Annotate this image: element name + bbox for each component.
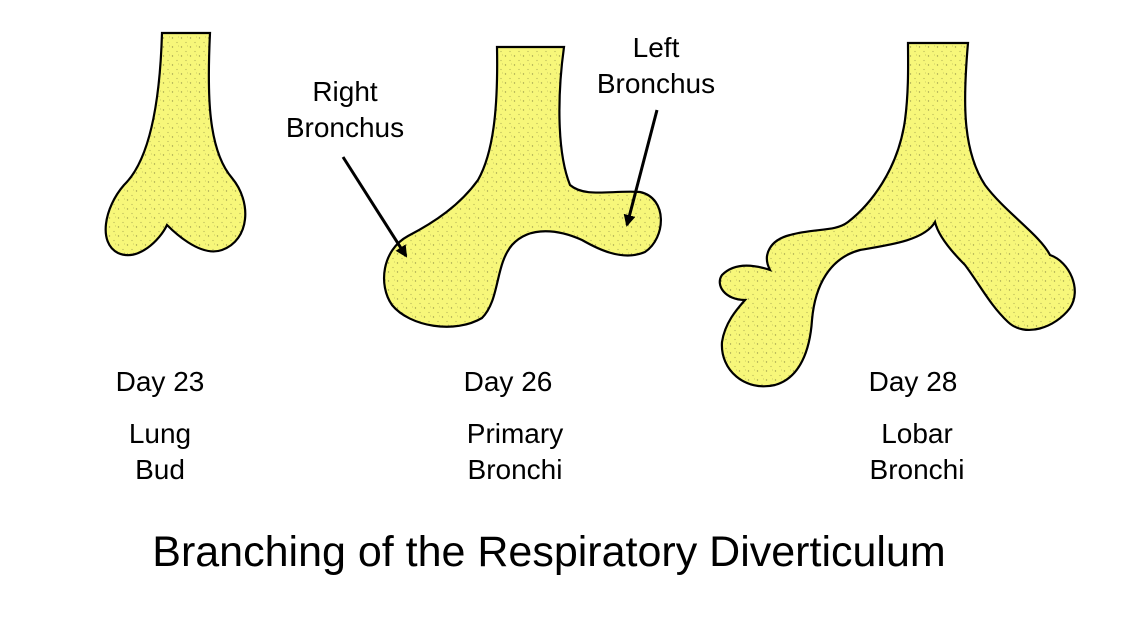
diagram-title: Branching of the Respiratory Diverticulu…: [152, 528, 946, 576]
lobar-bronchi-shape: [718, 41, 1076, 388]
stage-name-line1: Lung: [128, 418, 192, 449]
stage-name-line1: Primary: [466, 418, 564, 449]
stage-day-label: Day 26: [463, 366, 553, 397]
right-bronchus-label-line2: Bronchus: [285, 112, 405, 143]
right-bronchus-label-line1: Right: [312, 76, 378, 107]
stage-name-primary-bronchi: Primary Bronchi: [428, 416, 602, 488]
primary-bronchi-shape: [382, 45, 662, 328]
stage-name-line2: Bronchi: [467, 454, 563, 485]
stage-name-lobar-bronchi: Lobar Bronchi: [833, 416, 1001, 488]
stage-name-line2: Bronchi: [869, 454, 965, 485]
right-bronchus-arrow: [341, 156, 408, 258]
stage-name-line2: Bud: [135, 454, 185, 485]
left-bronchus-label-line1: Left: [632, 32, 680, 63]
left-bronchus-label: Left Bronchus: [573, 30, 739, 102]
left-bronchus-label-line2: Bronchus: [596, 68, 716, 99]
stage-day-label: Day 23: [115, 366, 205, 397]
lung-bud-shape: [104, 31, 247, 257]
stage-day-28: Day 28: [833, 364, 993, 400]
stage-day-label: Day 28: [868, 366, 958, 397]
stage-name-lung-bud: Lung Bud: [80, 416, 240, 488]
stage-day-23: Day 23: [80, 364, 240, 400]
stage-name-line1: Lobar: [881, 418, 953, 449]
stage-day-26: Day 26: [428, 364, 588, 400]
left-bronchus-arrow: [623, 109, 659, 227]
right-bronchus-label: Right Bronchus: [262, 74, 428, 146]
